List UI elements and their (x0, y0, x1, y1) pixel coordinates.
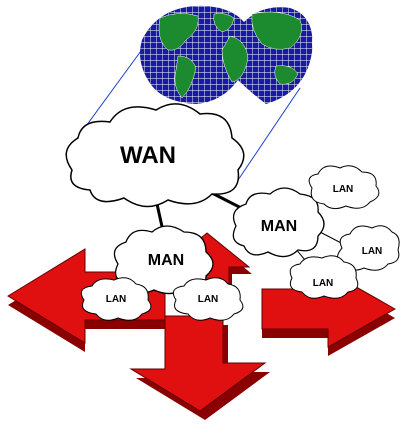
man-left-cloud: MAN (113, 225, 214, 295)
lan-left-1-label: LAN (106, 294, 127, 305)
lan-left-1-cloud: LAN (80, 277, 152, 321)
man-right-label: MAN (261, 218, 297, 235)
lan-right-bottom-label: LAN (313, 278, 334, 289)
wan-label: WAN (120, 142, 176, 169)
man-left-label: MAN (148, 252, 184, 269)
lan-right-mid-label: LAN (362, 246, 383, 257)
lan-right-top-label: LAN (333, 184, 354, 195)
man-right-cloud: MAN (232, 187, 325, 258)
world-map-icon (140, 5, 313, 104)
lan-left-2-cloud: LAN (172, 277, 244, 321)
lan-right-top-cloud: LAN (308, 165, 380, 210)
wan-cloud: WAN (65, 103, 245, 208)
projection-line-right (229, 87, 301, 193)
lan-right-bottom-cloud: LAN (289, 255, 359, 299)
lan-left-2-label: LAN (198, 294, 219, 305)
